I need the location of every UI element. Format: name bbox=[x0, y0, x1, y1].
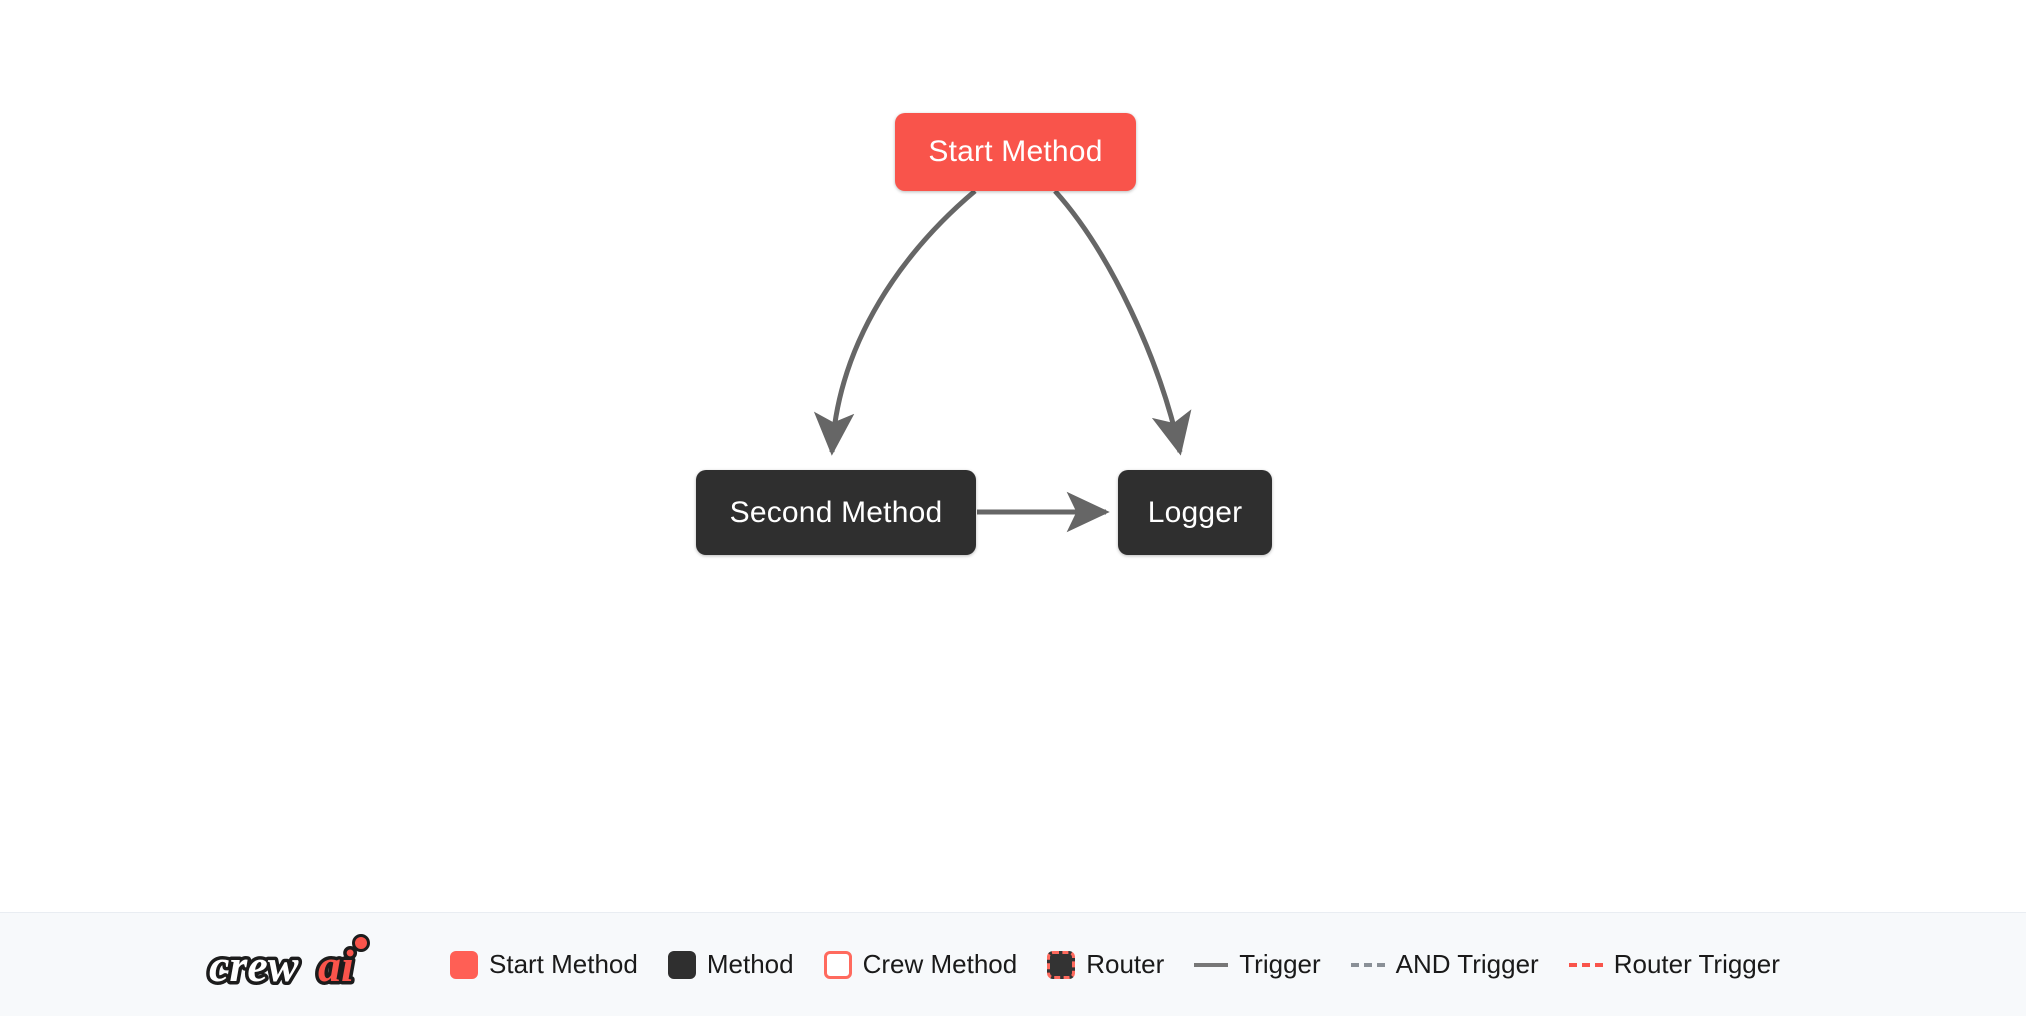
node-start-method[interactable]: Start Method bbox=[895, 113, 1136, 191]
trigger-line-icon bbox=[1194, 962, 1229, 967]
logo-text-crew: crew bbox=[209, 940, 299, 991]
crewai-logo: crew crew ai ai bbox=[206, 933, 370, 994]
legend-label: Router bbox=[1086, 949, 1165, 979]
node-label: Logger bbox=[1147, 495, 1243, 529]
legend-row: crew crew ai ai Start Method Method Crew… bbox=[205, 933, 1810, 997]
node-second-method[interactable]: Second Method bbox=[696, 470, 976, 555]
legend-label: Router Trigger bbox=[1613, 949, 1780, 979]
and-trigger-line-icon bbox=[1350, 962, 1385, 967]
legend-label: Crew Method bbox=[862, 949, 1018, 979]
legend-item-trigger: Trigger bbox=[1194, 949, 1321, 980]
legend-label: AND Trigger bbox=[1395, 949, 1539, 979]
legend-item-crew-method: Crew Method bbox=[823, 949, 1018, 980]
node-label: Start Method bbox=[928, 135, 1103, 168]
crew-method-swatch-icon bbox=[823, 950, 852, 979]
legend-item-method: Method bbox=[667, 949, 794, 980]
router-trigger-line-icon bbox=[1568, 962, 1603, 967]
legend-item-router: Router bbox=[1047, 949, 1164, 980]
logo-text-ai-outline: ai bbox=[318, 940, 354, 991]
edge-start-to-second bbox=[813, 189, 977, 456]
legend-item-start-method: Start Method bbox=[450, 949, 638, 980]
router-swatch-icon bbox=[1047, 950, 1076, 979]
flow-canvas[interactable]: Start Method Second Method Logger bbox=[0, 0, 2026, 912]
edge-layer bbox=[813, 189, 1192, 533]
legend-label: Method bbox=[706, 949, 794, 979]
method-swatch-icon bbox=[667, 950, 696, 979]
logo-text-crew-outline: crew bbox=[209, 940, 299, 991]
logo-dot-icon bbox=[352, 933, 370, 952]
legend-item-and-trigger: AND Trigger bbox=[1350, 949, 1539, 980]
legend-item-router-trigger: Router Trigger bbox=[1568, 949, 1780, 980]
logo-text-ai: ai bbox=[318, 940, 354, 991]
node-logger[interactable]: Logger bbox=[1118, 470, 1272, 555]
edge-start-to-logger bbox=[1053, 189, 1192, 456]
start-method-swatch-icon bbox=[450, 950, 478, 979]
legend-footer: crew crew ai ai Start Method Method Crew… bbox=[0, 912, 2026, 1016]
legend-label: Trigger bbox=[1239, 949, 1321, 979]
legend-label: Start Method bbox=[489, 949, 638, 979]
node-label: Second Method bbox=[729, 495, 943, 529]
